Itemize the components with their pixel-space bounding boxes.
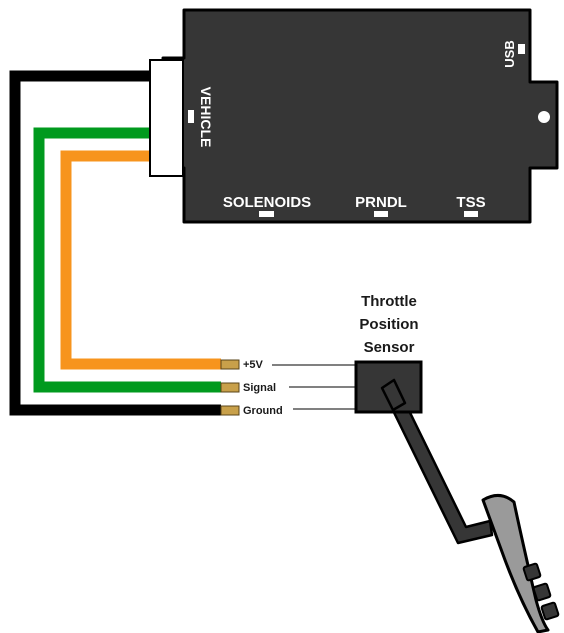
pedal-pad [481, 494, 550, 633]
plus5v-label: +5V [243, 359, 264, 371]
connector-pins [220, 359, 240, 416]
ground-pin [220, 405, 240, 416]
mounting-hole [538, 111, 550, 123]
tss-label: TSS [456, 194, 485, 211]
plus5v-pin [220, 359, 240, 370]
ground-wire [9, 70, 221, 416]
vehicle-label: VEHICLE [198, 87, 214, 148]
sensor-title-line1: Throttle [361, 293, 417, 310]
usb-label: USB [502, 40, 517, 67]
controller-body [161, 8, 559, 224]
solenoids-port [259, 211, 274, 217]
tss-port [464, 211, 478, 217]
sensor-title-line3: Sensor [364, 339, 415, 356]
prndl-port [374, 211, 388, 217]
controller-unit: USB SOLENOIDS PRNDL TSS VEHICLE [161, 8, 559, 224]
wire-harness [9, 59, 221, 416]
pedal-bump-3 [540, 601, 560, 621]
prndl-label: PRNDL [355, 194, 407, 211]
ground-label: Ground [243, 405, 283, 417]
signal-pin [220, 382, 240, 393]
pedal-bump-1 [522, 562, 542, 582]
usb-port [518, 44, 525, 54]
sensor-leads [272, 364, 356, 410]
plus5v-wire [60, 150, 221, 370]
solenoids-label: SOLENOIDS [223, 194, 311, 211]
vehicle-port [188, 110, 194, 123]
signal-wire [33, 127, 221, 393]
sensor-title-line2: Position [359, 316, 418, 333]
signal-label: Signal [243, 382, 276, 394]
pedal-bump-2 [532, 582, 552, 602]
pedal-arm-top [380, 378, 407, 412]
throttle-pedal-assembly [380, 378, 560, 633]
vehicle-connector [149, 59, 184, 177]
